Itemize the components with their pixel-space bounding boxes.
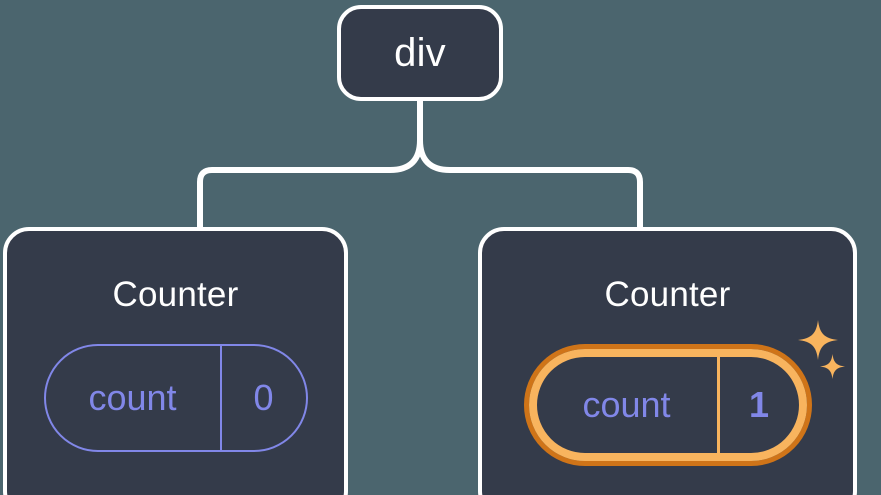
node-div[interactable]: div [337,5,503,101]
state-pill-key-left: count [88,377,177,418]
state-pill-divider-left [219,346,222,450]
node-counter-right[interactable]: Counter count 1 [478,227,857,495]
state-pill-wrap-right: count 1 [482,344,853,466]
node-counter-left[interactable]: Counter count 0 [3,227,348,495]
node-counter-right-label: Counter [604,275,731,314]
connector-path-left [197,98,423,230]
state-pill-count-right-highlighted[interactable]: count 1 [523,344,812,466]
state-pill-wrap-left: count 0 [7,344,344,452]
state-pill-value-right: 1 [748,384,770,425]
node-div-label: div [394,31,446,75]
node-counter-left-label: Counter [112,275,239,314]
state-pill-value-left: 0 [253,377,274,418]
state-pill-count-left[interactable]: count 0 [43,344,308,452]
state-pill-divider-right [716,357,720,453]
state-pill-inner-ring-right: count 1 [528,349,807,461]
state-pill-key-right: count [582,384,671,425]
connector-path-right [417,98,643,230]
